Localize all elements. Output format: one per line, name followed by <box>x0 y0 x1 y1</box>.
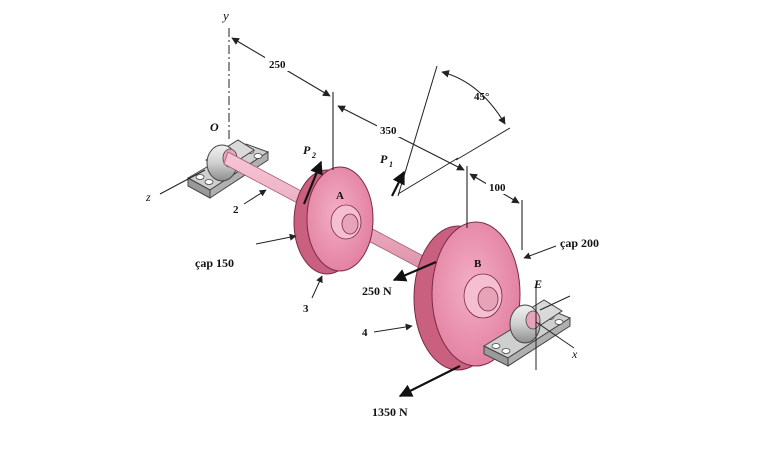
part-3: 3 <box>303 275 323 315</box>
part-4: 4 <box>362 323 413 339</box>
part-3-label: 3 <box>303 303 309 315</box>
point-b-label: B <box>474 258 482 270</box>
dim-100-label: 100 <box>489 182 506 194</box>
angle-45-label: 45° <box>474 91 489 103</box>
dim-250-label: 250 <box>269 59 286 71</box>
x-axis: x <box>535 288 578 370</box>
force-p2: P 2 <box>302 143 323 205</box>
force-1350n: 1350 N <box>372 365 461 419</box>
point-e-label: E <box>533 277 542 291</box>
force-p1: P 1 <box>380 152 405 197</box>
part-4-label: 4 <box>362 327 368 339</box>
z-axis-label: z <box>145 190 151 204</box>
diameter-200: çap 200 <box>523 236 599 260</box>
force-p2-label: P <box>303 143 311 157</box>
dimension-250: 250 <box>231 37 334 170</box>
y-axis: y <box>221 8 230 140</box>
force-1350n-label: 1350 N <box>372 405 408 419</box>
angle-45: 45° <box>397 65 511 197</box>
part-2-label: 2 <box>233 204 239 216</box>
force-250n: 250 N <box>362 260 437 298</box>
right-bearing: E <box>482 277 572 367</box>
dimension-100: 100 <box>469 173 523 250</box>
dimension-350: 350 <box>337 105 468 228</box>
point-a-label: A <box>336 190 344 202</box>
force-p1-label: P <box>380 152 388 166</box>
point-o-label: O <box>210 120 219 134</box>
force-250n-label: 250 N <box>362 284 392 298</box>
force-p2-sub: 2 <box>311 151 316 160</box>
diameter-200-label: çap 200 <box>560 236 599 250</box>
y-axis-label: y <box>221 8 229 23</box>
diameter-150: çap 150 <box>195 233 297 270</box>
x-axis-label: x <box>571 347 578 361</box>
pulley-a: A <box>293 166 374 275</box>
dim-350-label: 350 <box>380 125 397 137</box>
part-2: 2 <box>233 189 267 216</box>
diameter-150-label: çap 150 <box>195 256 234 270</box>
force-p1-sub: 1 <box>389 160 393 169</box>
z-axis: z <box>145 169 206 204</box>
